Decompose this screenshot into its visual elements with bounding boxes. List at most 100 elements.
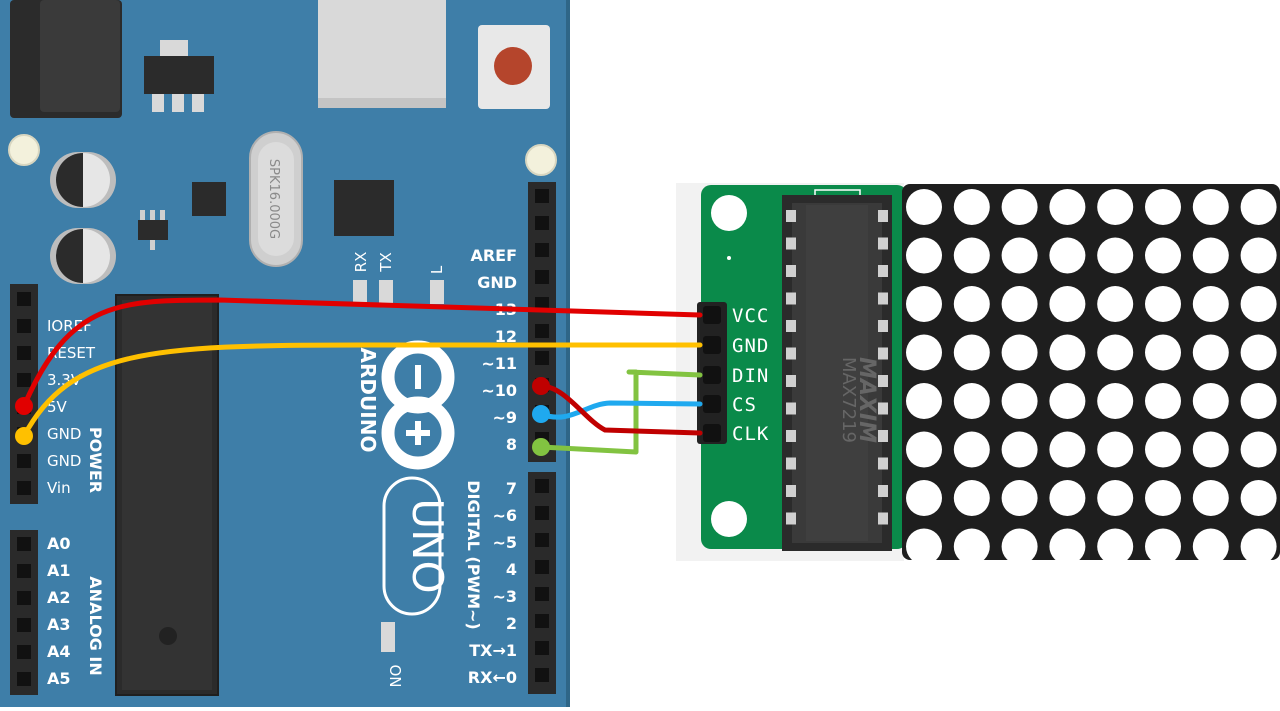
wire-5v-to-vcc[interactable] <box>15 297 703 415</box>
header-pin-hole[interactable] <box>17 645 31 659</box>
pin-label-gnd: GND <box>47 425 81 443</box>
wire-gnd-to-gnd[interactable] <box>15 342 703 445</box>
header-pin-hole[interactable] <box>17 346 31 360</box>
matrix-led <box>1097 286 1134 322</box>
header-pin-hole[interactable] <box>17 537 31 551</box>
pin-label-a1: A1 <box>47 561 71 580</box>
wire-10-to-clk[interactable] <box>532 377 703 436</box>
header-pin-hole[interactable] <box>535 506 549 520</box>
module-pin-gnd[interactable] <box>703 336 721 354</box>
pin-label-5v: 5V <box>47 398 68 416</box>
matrix-led <box>1145 189 1181 225</box>
module-pin-vcc[interactable] <box>703 306 721 324</box>
header-pin-hole[interactable] <box>17 454 31 468</box>
header-pin-hole[interactable] <box>535 614 549 628</box>
header-pin-hole[interactable] <box>17 319 31 333</box>
rx-led <box>353 280 367 304</box>
matrix-led <box>1001 237 1038 274</box>
header-pin-hole[interactable] <box>17 373 31 387</box>
pin-label-a3: A3 <box>47 615 71 634</box>
pin-label-aref: AREF <box>470 246 517 265</box>
header-pin-hole[interactable] <box>535 270 549 284</box>
header-pin-hole[interactable] <box>535 533 549 547</box>
pin-label-3-3v: 3.3V <box>47 371 82 389</box>
led-matrix-dots <box>906 189 1277 565</box>
matrix-led <box>1001 286 1038 322</box>
header-pin-hole[interactable] <box>535 641 549 655</box>
header-pin-hole[interactable] <box>17 292 31 306</box>
header-pin-hole[interactable] <box>17 591 31 605</box>
matrix-led <box>1097 383 1134 419</box>
header-pin-hole[interactable] <box>535 216 549 230</box>
header-pin-hole[interactable] <box>17 672 31 686</box>
module-mounting-hole <box>711 501 747 537</box>
analog-section-label: ANALOG IN <box>86 576 105 675</box>
capacitor <box>50 228 116 284</box>
pin-label-3: ~3 <box>492 587 517 606</box>
module-pin-label-vcc: VCC <box>732 305 769 327</box>
capacitor <box>50 152 116 208</box>
usb-port <box>318 0 446 108</box>
module-pin-cs[interactable] <box>703 395 721 413</box>
module-mounting-hole <box>711 195 747 231</box>
header-pin-hole[interactable] <box>535 587 549 601</box>
rx-label: RX <box>352 252 370 273</box>
wire-endpoint[interactable] <box>532 377 550 395</box>
matrix-led <box>1192 237 1229 274</box>
header-pin-hole[interactable] <box>535 243 549 257</box>
header-pin-hole[interactable] <box>535 668 549 682</box>
power-section-label: POWER <box>86 427 105 493</box>
wire-endpoint[interactable] <box>532 405 550 423</box>
module-pin-din[interactable] <box>703 366 721 384</box>
matrix-led <box>1097 480 1134 516</box>
header-pin-hole[interactable] <box>535 324 549 338</box>
wire-endpoint[interactable] <box>15 397 33 415</box>
voltage-regulator <box>144 56 214 94</box>
header-pin-hole[interactable] <box>535 560 549 574</box>
matrix-led <box>1049 286 1086 322</box>
pin-label-a5: A5 <box>47 669 71 688</box>
pin-label-gnd: GND <box>47 452 81 470</box>
matrix-led <box>906 480 942 516</box>
digital-section-label: DIGITAL (PWM~) <box>464 480 483 629</box>
matrix-led <box>1192 286 1229 322</box>
mounting-hole <box>8 134 40 166</box>
header-pin-hole[interactable] <box>17 618 31 632</box>
digital-header-lower <box>528 472 556 694</box>
pin-label-tx-1: TX→1 <box>469 641 517 660</box>
wire-endpoint[interactable] <box>15 427 33 445</box>
matrix-led <box>1001 383 1038 419</box>
matrix-led <box>953 480 990 516</box>
header-pin-hole[interactable] <box>17 481 31 495</box>
pin-label-7: 7 <box>506 479 517 498</box>
matrix-led <box>1145 334 1181 371</box>
pin-label-8: 8 <box>506 435 517 454</box>
matrix-led <box>1049 528 1086 565</box>
pin-label-rx-0: RX←0 <box>468 668 517 687</box>
header-pin-hole[interactable] <box>535 479 549 493</box>
on-led <box>381 622 395 652</box>
matrix-led <box>1001 189 1038 225</box>
matrix-led <box>906 334 942 371</box>
header-pin-hole[interactable] <box>17 564 31 578</box>
header-pin-hole[interactable] <box>535 351 549 365</box>
crystal-text: SPK16.000G <box>266 159 281 239</box>
pin-label-4: 4 <box>506 560 517 579</box>
module-pin-label-din: DIN <box>732 365 769 387</box>
module-pin-label-clk: CLK <box>732 423 769 445</box>
matrix-led <box>953 431 990 468</box>
wire-8-to-din[interactable] <box>532 369 703 456</box>
header-pin-hole[interactable] <box>535 189 549 203</box>
matrix-led <box>1001 431 1038 468</box>
uno-label: UNO <box>403 498 452 593</box>
wire-endpoint[interactable] <box>532 438 550 456</box>
crystal-oscillator: SPK16.000G <box>249 131 303 267</box>
wires <box>15 297 703 456</box>
module-pin-clk[interactable] <box>703 424 721 442</box>
matrix-led <box>1145 480 1181 516</box>
